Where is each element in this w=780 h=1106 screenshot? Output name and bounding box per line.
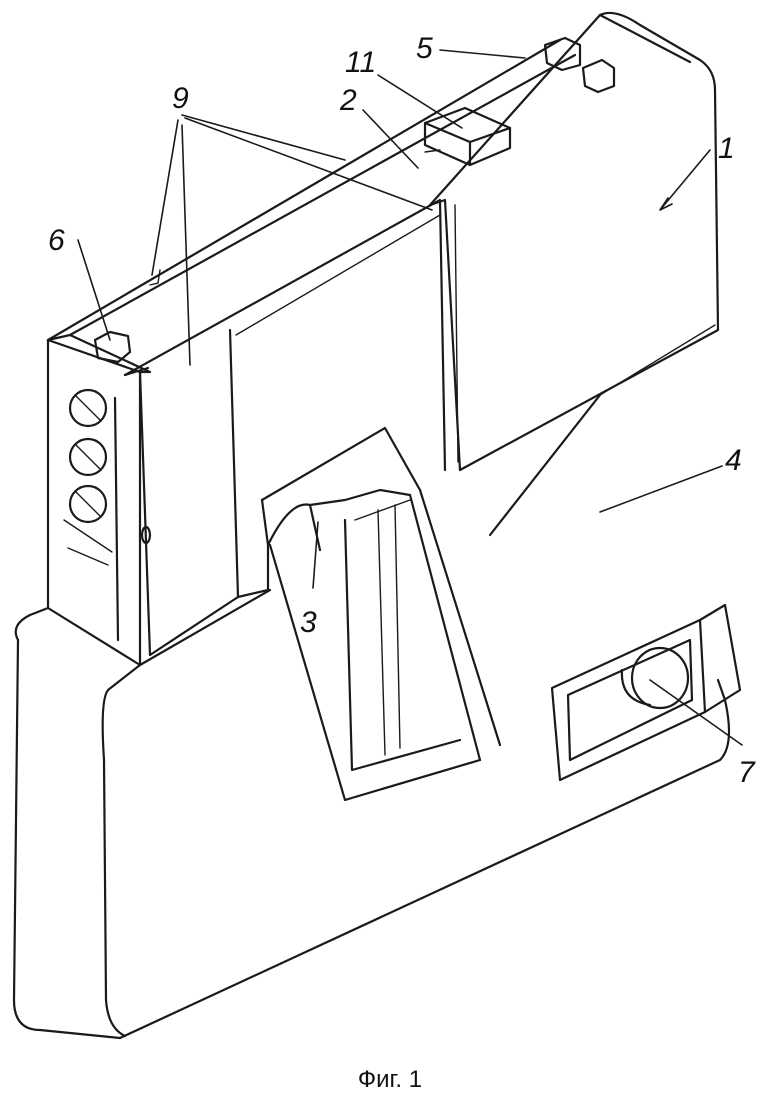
label-11: 11 [345, 46, 376, 79]
label-5: 5 [416, 32, 433, 65]
label-1: 1 [718, 132, 735, 165]
side-panel [48, 332, 150, 665]
part-labels: 1 2 3 4 5 6 7 9 11 [48, 32, 756, 789]
key-6 [95, 332, 130, 362]
block-11 [425, 108, 510, 165]
window-7 [552, 605, 740, 780]
leader-lines [78, 50, 742, 745]
label-9: 9 [172, 82, 189, 115]
label-6: 6 [48, 224, 65, 257]
label-2: 2 [339, 84, 357, 117]
cube-5b [583, 60, 614, 92]
label-7: 7 [738, 756, 756, 789]
upper-block [430, 13, 718, 470]
label-3: 3 [300, 606, 317, 639]
knob-7 [632, 648, 688, 708]
figure-caption: Фиг. 1 [0, 1066, 780, 1094]
label-4: 4 [725, 444, 742, 477]
opening-frame [262, 428, 500, 800]
device-drawing: 1 2 3 4 5 6 7 9 11 [0, 0, 780, 1040]
